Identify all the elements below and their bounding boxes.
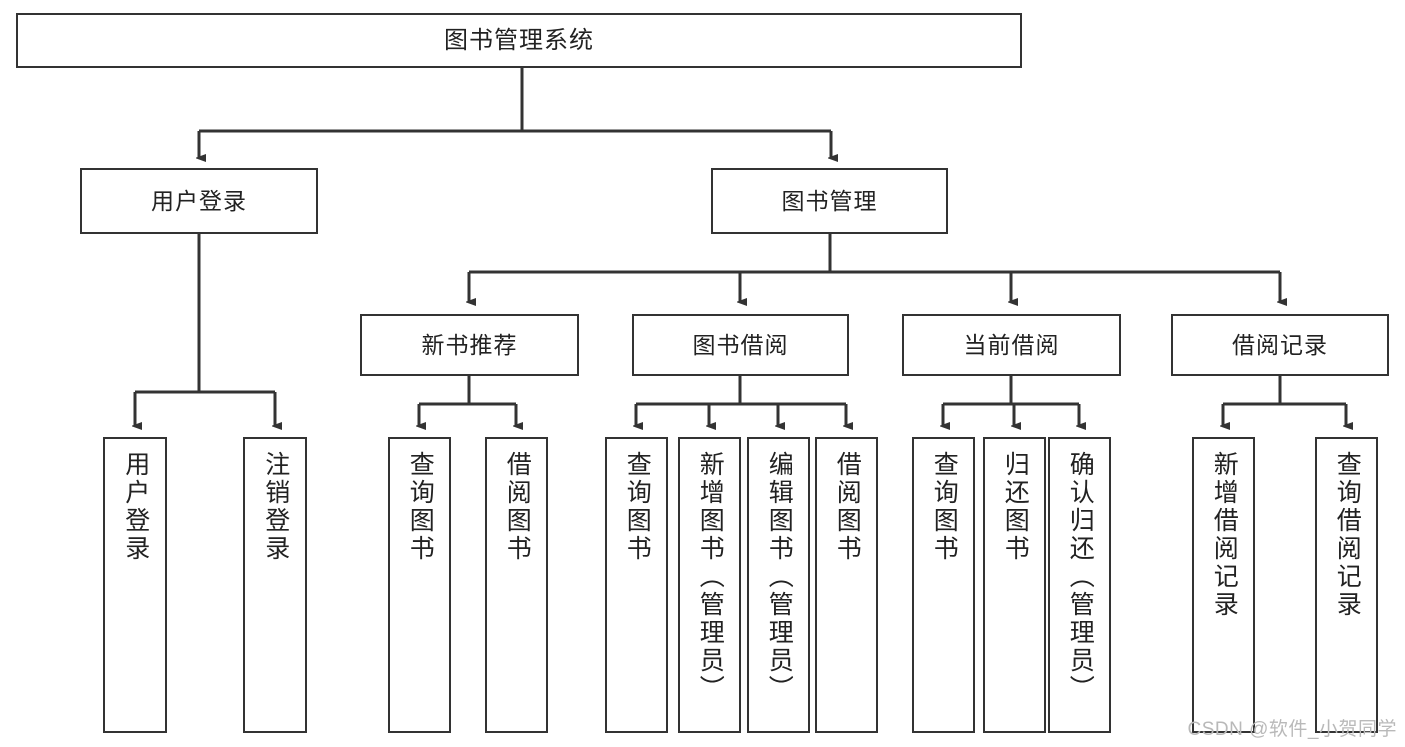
node-leaf-return-book[interactable]: 归还图书: [983, 437, 1046, 733]
node-leaf-add-record[interactable]: 新增借阅记录: [1192, 437, 1255, 733]
node-leaf-query-book-3-label: 查询图书: [930, 451, 959, 563]
node-user-login-label: 用户登录: [151, 187, 247, 214]
node-leaf-borrow-book-2[interactable]: 借阅图书: [815, 437, 878, 733]
node-leaf-query-book-2[interactable]: 查询图书: [605, 437, 668, 733]
node-leaf-logout[interactable]: 注销登录: [243, 437, 307, 733]
node-borrow-record[interactable]: 借阅记录: [1171, 314, 1389, 376]
node-leaf-query-book-2-label: 查询图书: [623, 451, 652, 563]
node-leaf-return-book-label: 归还图书: [1001, 451, 1030, 563]
node-leaf-add-book[interactable]: 新增图书（管理员）: [678, 437, 741, 733]
node-leaf-borrow-book-1-label: 借阅图书: [503, 451, 532, 563]
node-leaf-query-book-1[interactable]: 查询图书: [388, 437, 451, 733]
node-leaf-add-book-label: 新增图书（管理员）: [696, 451, 725, 703]
node-root-label: 图书管理系统: [444, 26, 594, 54]
node-book-manage-label: 图书管理: [781, 187, 878, 214]
node-current-borrow-label: 当前借阅: [963, 331, 1060, 358]
node-book-borrow[interactable]: 图书借阅: [632, 314, 849, 376]
watermark-text: CSDN @软件_小贺同学: [1187, 719, 1397, 740]
node-leaf-user-login-label: 用户登录: [121, 451, 150, 563]
node-leaf-borrow-book-1[interactable]: 借阅图书: [485, 437, 548, 733]
node-leaf-edit-book-label: 编辑图书（管理员）: [765, 451, 794, 703]
node-leaf-user-login[interactable]: 用户登录: [103, 437, 167, 733]
node-leaf-query-book-3[interactable]: 查询图书: [912, 437, 975, 733]
node-leaf-logout-label: 注销登录: [261, 451, 290, 563]
node-leaf-edit-book[interactable]: 编辑图书（管理员）: [747, 437, 810, 733]
node-leaf-query-record-label: 查询借阅记录: [1333, 451, 1362, 619]
node-root[interactable]: 图书管理系统: [16, 13, 1022, 68]
node-leaf-confirm-return-label: 确认归还（管理员）: [1066, 451, 1095, 703]
node-new-book-recommend-label: 新书推荐: [421, 331, 518, 358]
node-leaf-query-book-1-label: 查询图书: [406, 451, 435, 563]
node-borrow-record-label: 借阅记录: [1232, 331, 1328, 358]
node-new-book-recommend[interactable]: 新书推荐: [360, 314, 579, 376]
node-leaf-query-record[interactable]: 查询借阅记录: [1315, 437, 1378, 733]
node-user-login[interactable]: 用户登录: [80, 168, 318, 234]
node-book-manage[interactable]: 图书管理: [711, 168, 948, 234]
node-leaf-borrow-book-2-label: 借阅图书: [833, 451, 862, 563]
node-leaf-add-record-label: 新增借阅记录: [1210, 451, 1239, 619]
node-leaf-confirm-return[interactable]: 确认归还（管理员）: [1048, 437, 1111, 733]
node-current-borrow[interactable]: 当前借阅: [902, 314, 1121, 376]
node-book-borrow-label: 图书借阅: [692, 331, 789, 358]
